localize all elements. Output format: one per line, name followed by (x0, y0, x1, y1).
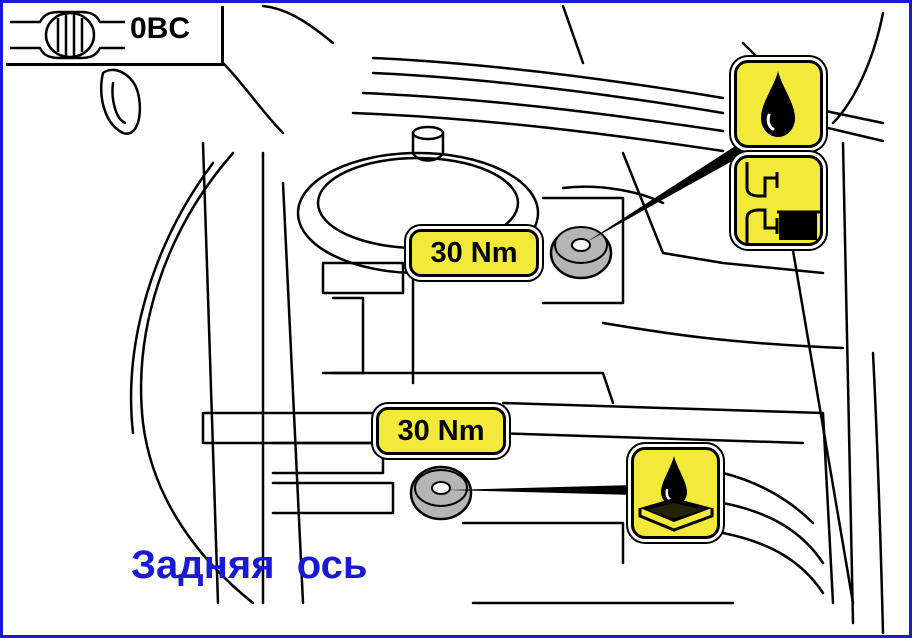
lower-shaft (201, 411, 375, 445)
shaft-knob (99, 68, 142, 135)
oil-drain-icon (638, 456, 714, 532)
oil-icon-box (734, 60, 823, 148)
model-code: 0BC (130, 12, 191, 45)
drain-icon-box (631, 447, 720, 539)
lower-leader (448, 485, 635, 495)
model-code-box: 0BC (6, 6, 224, 66)
lower-torque-label: 30 Nm (376, 407, 506, 455)
axle-line-drawing (99, 4, 885, 635)
fill-level-icon-box (734, 155, 823, 246)
oil-drop-icon (761, 71, 795, 137)
fin (371, 56, 725, 100)
shaft-stub (321, 261, 405, 295)
caption-rear-axle: Задняя ось (131, 543, 368, 587)
fill-plug (549, 226, 613, 280)
upper-leader (585, 143, 743, 243)
fill-level-icon (745, 162, 820, 243)
drain-plug (409, 465, 473, 521)
axle-fitting-icon (10, 10, 125, 60)
housing-curve (139, 151, 255, 605)
upper-torque-label: 30 Nm (409, 229, 539, 277)
